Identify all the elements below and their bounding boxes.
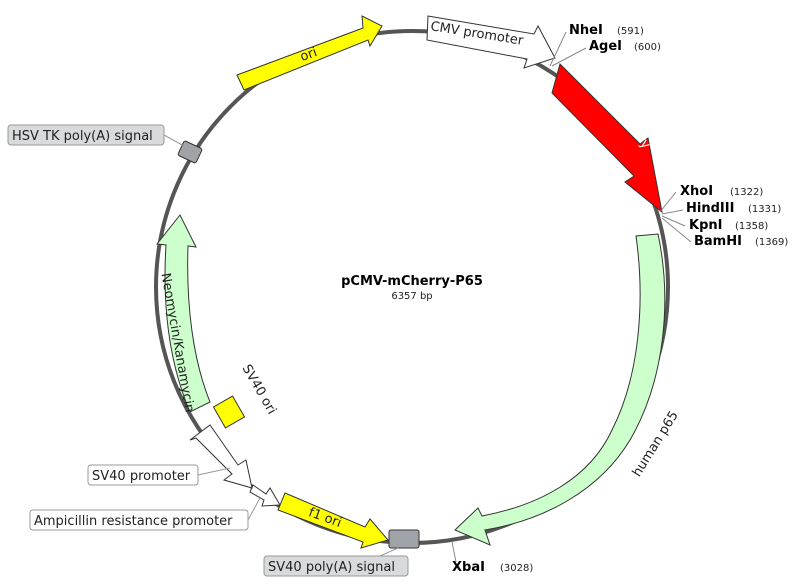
site-xbai[interactable]: XbaI (3028): [451, 541, 533, 575]
site-name: HindIII: [686, 201, 734, 216]
feature-sv40-promoter[interactable]: [189, 424, 253, 489]
feature-neo-kan[interactable]: [156, 214, 211, 413]
site-xhoi[interactable]: XhoI (1322): [659, 184, 763, 213]
site-pos: (600): [634, 42, 661, 53]
site-name: XhoI: [680, 184, 713, 199]
site-pos: (1358): [735, 221, 768, 232]
site-pos: (1322): [730, 187, 763, 198]
label-box-sv40-promoter: SV40 promoter: [87, 464, 231, 486]
label-box-sv40-polya: SV40 poly(A) signal: [263, 547, 409, 577]
feature-label-ori: ori: [298, 45, 319, 65]
feature-amp-promoter[interactable]: [249, 484, 281, 507]
feature-label-hsv-tk-polya: HSV TK poly(A) signal: [12, 129, 153, 144]
feature-label-amp-promoter: Ampicillin resistance promoter: [34, 514, 233, 529]
site-name: NheI: [569, 23, 603, 38]
feature-label-sv40-promoter: SV40 promoter: [92, 469, 191, 484]
site-name: BamHI: [694, 234, 742, 249]
site-name: AgeI: [589, 39, 622, 54]
feature-sv40-polya[interactable]: [388, 529, 420, 549]
feature-label-sv40-ori: SV40 ori: [239, 362, 279, 417]
site-pos: (591): [617, 26, 644, 37]
feature-label-sv40-polya: SV40 poly(A) signal: [268, 560, 395, 575]
site-nhei[interactable]: NheI (591): [549, 23, 644, 67]
site-agei[interactable]: AgeI (600): [551, 39, 661, 67]
site-name: XbaI: [452, 560, 485, 575]
feature-f1-ori[interactable]: [277, 492, 389, 549]
site-pos: (1369): [755, 237, 788, 248]
site-name: KpnI: [689, 218, 722, 233]
feature-ori[interactable]: [236, 15, 383, 91]
site-hindiii[interactable]: HindIII (1331): [661, 201, 781, 216]
feature-sv40-ori[interactable]: [212, 395, 246, 429]
site-pos: (3028): [500, 563, 533, 574]
feature-mcherry[interactable]: [551, 63, 663, 214]
label-box-amp-promoter: Ampicillin resistance promoter: [29, 497, 261, 531]
plasmid-size: 6357 bp: [391, 291, 432, 302]
label-box-hsv-tk: HSV TK poly(A) signal: [7, 124, 185, 147]
site-pos: (1331): [748, 204, 781, 215]
site-bamhi[interactable]: BamHI (1369): [661, 217, 788, 249]
site-kpni[interactable]: KpnI (1358): [661, 215, 768, 233]
plasmid-name: pCMV-mCherry-P65: [341, 274, 483, 289]
feature-human-p65[interactable]: [454, 233, 666, 546]
feature-hsv-tk-polya[interactable]: [177, 140, 203, 164]
feature-cmv-promoter[interactable]: [426, 15, 556, 69]
